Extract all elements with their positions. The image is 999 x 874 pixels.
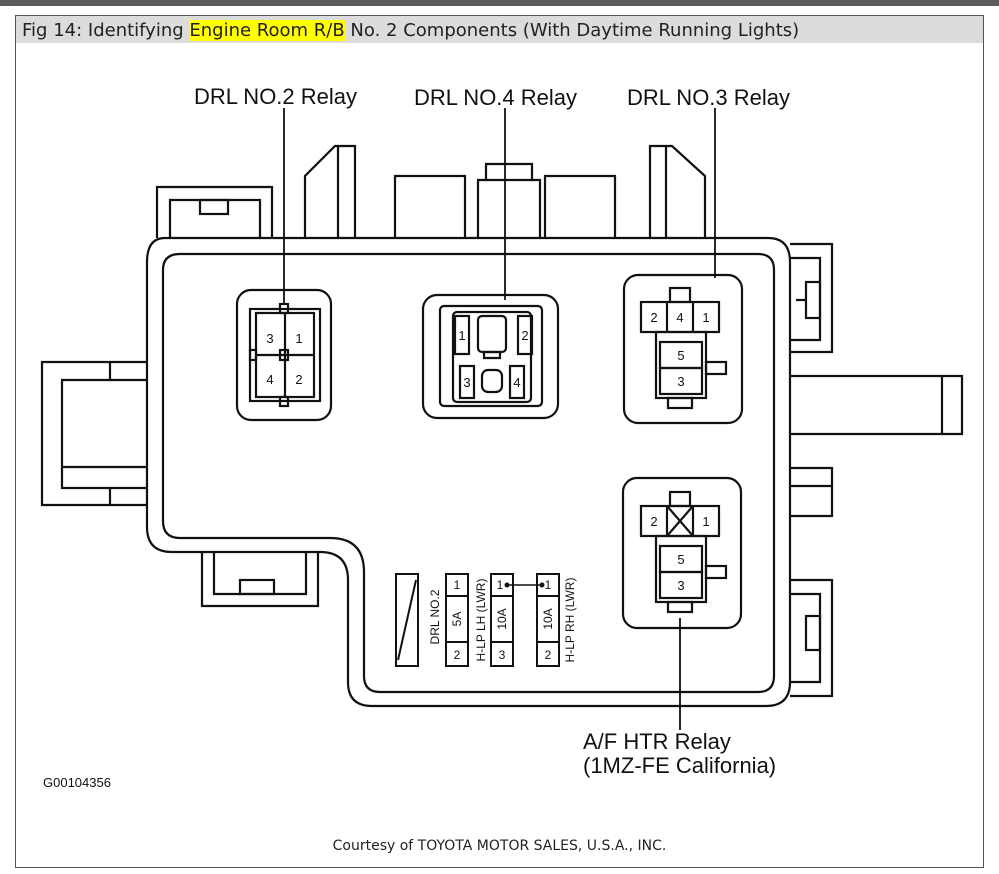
right-clip-1 bbox=[790, 242, 834, 354]
relay-drl-no3 bbox=[622, 273, 744, 425]
caption-suffix: No. 2 Components (With Daytime Running L… bbox=[344, 20, 800, 41]
fuse-hlp-lh-pin-top: 1 bbox=[497, 578, 504, 592]
figure-caption-bar: Fig 14: Identifying Engine Room R/B No. … bbox=[16, 16, 983, 43]
fuse-hlp-rh-rating: 10A bbox=[541, 608, 555, 629]
fuse-drl2-pin-bottom: 2 bbox=[454, 648, 461, 662]
fuse-hlp-rh-name: H-LP RH (LWR) bbox=[563, 578, 577, 663]
drl3-pin-5: 5 bbox=[677, 348, 684, 363]
label-drl-no4-relay: DRL NO.4 Relay bbox=[414, 85, 577, 110]
top-tab-center bbox=[476, 162, 542, 238]
fuse-hlp-lh-pin-bottom: 3 bbox=[499, 648, 506, 662]
fuse-hlp-lh bbox=[490, 573, 514, 667]
afhtr-pin-3: 3 bbox=[677, 578, 684, 593]
fuse-drl2-pin-top: 1 bbox=[454, 578, 461, 592]
drl4-pin-1: 1 bbox=[458, 328, 465, 343]
top-clip-left bbox=[155, 185, 274, 238]
label-drl-no2-relay: DRL NO.2 Relay bbox=[194, 84, 357, 109]
caption-prefix: Fig 14: Identifying bbox=[22, 20, 190, 41]
relay-af-htr bbox=[621, 476, 743, 630]
drl2-pin-2: 2 bbox=[295, 372, 302, 387]
drl4-pin-4: 4 bbox=[513, 375, 520, 390]
figure-frame bbox=[15, 15, 984, 868]
fuse-drl-no2 bbox=[445, 573, 469, 667]
fuse-slot-spare bbox=[395, 573, 419, 667]
housing-inner bbox=[161, 252, 776, 694]
drl2-pin-4: 4 bbox=[266, 372, 273, 387]
relay-drl-no4 bbox=[421, 293, 560, 420]
housing-outer bbox=[145, 236, 792, 708]
afhtr-pin-1: 1 bbox=[702, 514, 709, 529]
bottom-left-clip bbox=[200, 552, 320, 608]
fuse-drl2-rating: 5A bbox=[450, 612, 464, 627]
drl3-pin-3: 3 bbox=[677, 374, 684, 389]
top-tab-1 bbox=[303, 144, 357, 238]
afhtr-pin-5: 5 bbox=[677, 552, 684, 567]
afhtr-pin-2: 2 bbox=[650, 514, 657, 529]
left-bracket bbox=[40, 360, 147, 507]
top-tab-2 bbox=[393, 174, 467, 238]
drl4-pin-3: 3 bbox=[463, 375, 470, 390]
top-border bbox=[0, 0, 999, 6]
drl3-pin-2: 2 bbox=[650, 310, 657, 325]
label-af-htr-note: (1MZ-FE California) bbox=[583, 753, 776, 778]
drl4-pin-2: 2 bbox=[521, 328, 528, 343]
right-bar bbox=[790, 374, 964, 436]
fuse-hlp-lh-rating: 10A bbox=[495, 608, 509, 629]
relay-drl-no2 bbox=[235, 288, 333, 422]
drl2-pin-1: 1 bbox=[295, 331, 302, 346]
label-drl-no3-relay: DRL NO.3 Relay bbox=[627, 85, 790, 110]
figure-id: G00104356 bbox=[43, 775, 111, 790]
drl3-pin-4: 4 bbox=[676, 310, 683, 325]
label-af-htr-relay: A/F HTR Relay bbox=[583, 729, 731, 754]
top-tab-4 bbox=[648, 144, 707, 238]
fuse-hlp-rh-pin-top: 1 bbox=[545, 578, 552, 592]
fuse-hlp-lh-name: H-LP LH (LWR) bbox=[474, 579, 488, 662]
right-clip-2 bbox=[790, 578, 834, 698]
fuse-drl2-name: DRL NO.2 bbox=[428, 589, 442, 644]
top-tab-3 bbox=[543, 174, 617, 238]
figure-caption: Fig 14: Identifying Engine Room R/B No. … bbox=[22, 20, 799, 41]
caption-highlight: Engine Room R/B bbox=[189, 20, 345, 41]
drl2-pin-3: 3 bbox=[266, 331, 273, 346]
fuse-hlp-rh bbox=[536, 573, 560, 667]
drl3-pin-1: 1 bbox=[702, 310, 709, 325]
courtesy-footer: Courtesy of TOYOTA MOTOR SALES, U.S.A., … bbox=[332, 838, 667, 854]
fuse-hlp-rh-pin-bottom: 2 bbox=[545, 648, 552, 662]
